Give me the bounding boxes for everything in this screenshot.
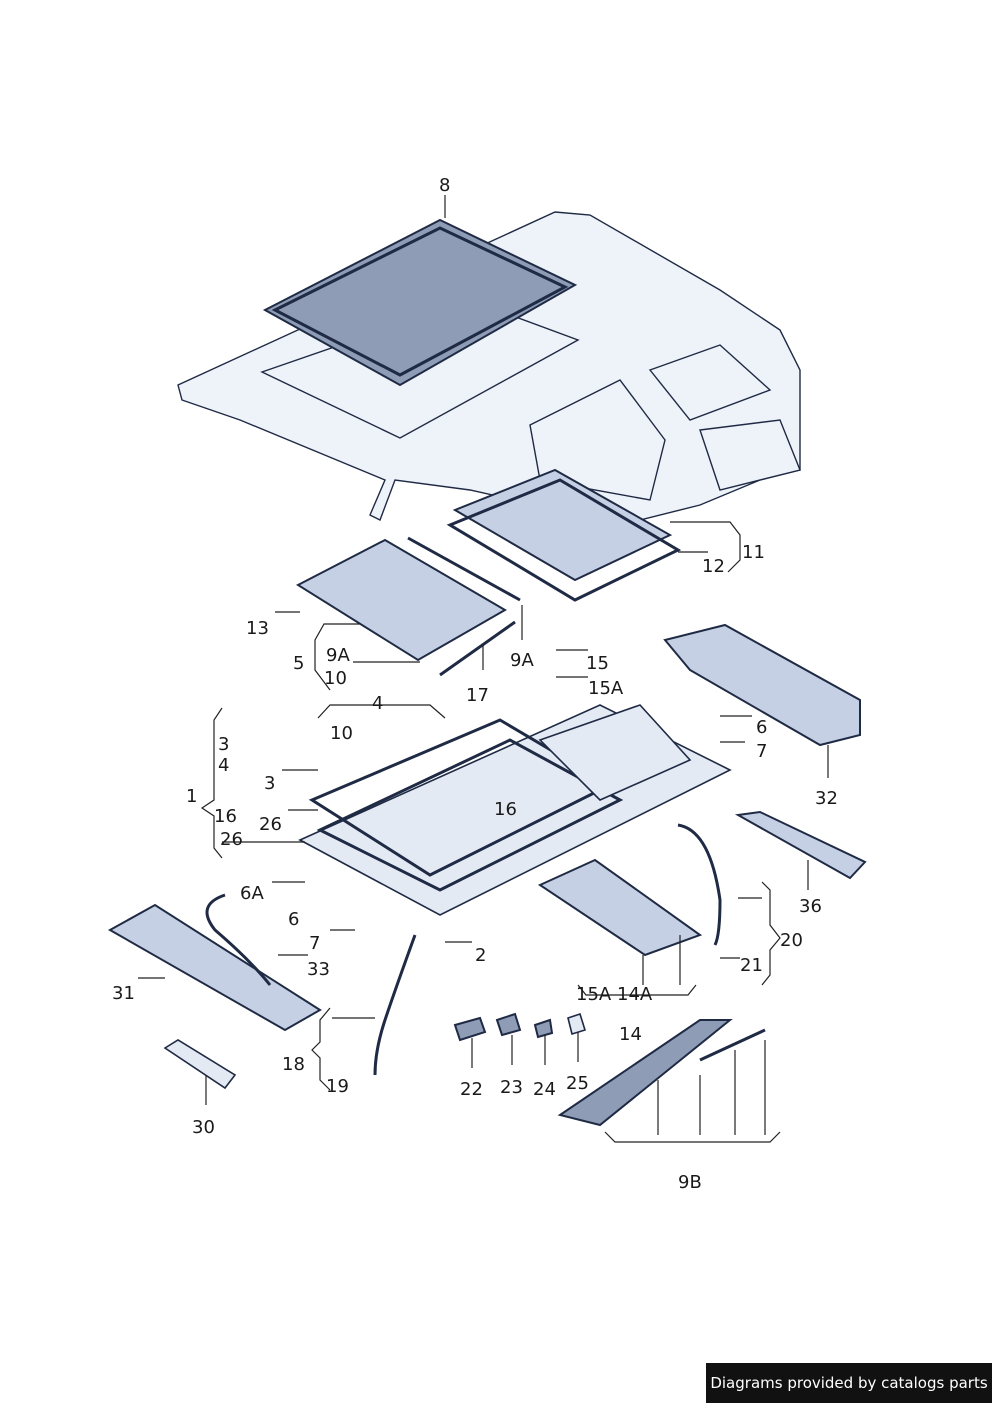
label-6-right: 6	[756, 717, 767, 738]
label-33: 33	[307, 959, 330, 980]
label-21: 21	[740, 955, 763, 976]
label-3-group: 3	[218, 734, 229, 755]
label-7-left: 7	[309, 933, 320, 954]
label-13: 13	[246, 618, 269, 639]
label-5: 5	[293, 653, 304, 674]
label-26-group: 26	[220, 829, 243, 850]
part-6A-cable	[205, 893, 272, 986]
part-5-front-panel	[295, 536, 521, 677]
label-2: 2	[475, 945, 486, 966]
part-14-blind	[537, 858, 703, 957]
label-16: 16	[494, 799, 517, 820]
label-1: 1	[186, 786, 197, 807]
label-9A-rear: 9A	[510, 650, 534, 671]
label-15A-top: 15A	[588, 678, 624, 699]
label-15A-bottom: 15A	[576, 984, 612, 1005]
label-24: 24	[533, 1079, 556, 1100]
label-11: 11	[742, 542, 765, 563]
label-32: 32	[815, 788, 838, 809]
label-15: 15	[586, 653, 609, 674]
label-7-right: 7	[756, 741, 767, 762]
label-31: 31	[112, 983, 135, 1004]
part-32-side-cover	[663, 623, 861, 747]
label-23: 23	[500, 1077, 523, 1098]
label-12: 12	[702, 556, 725, 577]
part-1-frame-assembly	[298, 704, 732, 916]
label-8: 8	[439, 175, 450, 196]
label-14A: 14A	[617, 984, 653, 1005]
label-19: 19	[326, 1076, 349, 1097]
attribution-text: Diagrams provided by catalogs parts	[710, 1374, 988, 1392]
part-20-drain-hose	[677, 823, 722, 946]
label-17: 17	[466, 685, 489, 706]
part-30-tube	[163, 1039, 237, 1090]
part-11-rear-glass	[446, 468, 682, 602]
label-3: 3	[264, 773, 275, 794]
clips-22-25	[453, 1012, 587, 1042]
label-30: 30	[192, 1117, 215, 1138]
label-16-group: 16	[214, 806, 237, 827]
label-6-left: 6	[288, 909, 299, 930]
attribution-banner: Diagrams provided by catalogs parts	[706, 1363, 992, 1403]
label-9A-front: 9A	[326, 645, 350, 666]
label-36: 36	[799, 896, 822, 917]
label-9B: 9B	[678, 1172, 702, 1193]
label-25: 25	[566, 1073, 589, 1094]
label-4-group: 4	[218, 755, 229, 776]
label-4-top: 4	[372, 693, 383, 714]
part-31-drain-channel	[107, 903, 322, 1032]
label-22: 22	[460, 1079, 483, 1100]
part-36-bracket	[734, 810, 867, 880]
label-18: 18	[282, 1054, 305, 1075]
label-14: 14	[619, 1024, 642, 1045]
label-20: 20	[780, 930, 803, 951]
part-9B-mechanism	[557, 1019, 766, 1127]
part-8-glass-panel	[262, 218, 578, 387]
label-26: 26	[259, 814, 282, 835]
label-6A: 6A	[240, 883, 264, 904]
part-18-drain-hose	[373, 934, 417, 1076]
leader-lines	[138, 195, 829, 1143]
label-10-front: 10	[324, 668, 347, 689]
label-10-mid: 10	[330, 723, 353, 744]
part-labels: 8 11 12 13 5 9A 10 17 9A 15 15A 4 10 3 4…	[112, 175, 838, 1193]
